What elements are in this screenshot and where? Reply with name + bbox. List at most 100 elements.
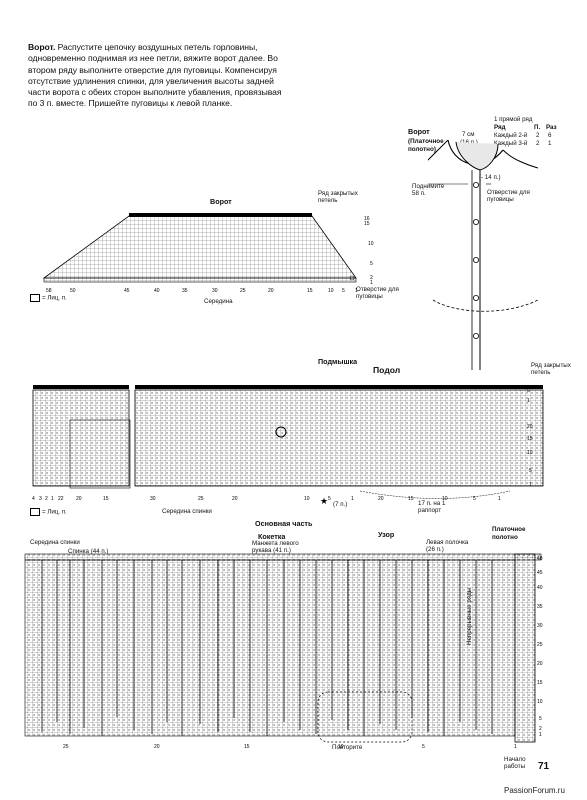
svg-text:20: 20 <box>76 496 82 502</box>
hem-center-label: Середина спинки <box>162 508 212 515</box>
hem-row-label: Ряд закрытых петель <box>531 362 571 376</box>
main-chart-title: Основная часть <box>255 519 313 528</box>
svg-text:48: 48 <box>537 556 543 562</box>
main-label-back-center: Середина спинки <box>30 539 80 546</box>
schematic-minus: (- 14 п.) <box>479 174 501 181</box>
svg-text:20: 20 <box>232 496 238 502</box>
svg-text:25: 25 <box>240 288 246 294</box>
collar-center-label: Середина <box>204 298 233 305</box>
hem-star-label: (7 п.) <box>333 501 348 508</box>
svg-text:10: 10 <box>442 496 448 502</box>
svg-text:5: 5 <box>342 288 345 294</box>
main-label-repeat: Повторите <box>332 744 363 751</box>
svg-text:1: 1 <box>514 744 517 750</box>
schematic-title: Ворот <box>408 127 430 136</box>
svg-text:50: 50 <box>70 288 76 294</box>
svg-text:15: 15 <box>408 496 414 502</box>
collar-tick: 58 <box>46 288 52 294</box>
svg-text:16: 16 <box>364 216 370 222</box>
svg-text:10: 10 <box>328 288 334 294</box>
schematic-table-cell: 2 <box>536 132 540 139</box>
hem-legend: = Лиц. п. <box>30 508 67 516</box>
svg-text:1: 1 <box>498 496 501 502</box>
svg-text:15: 15 <box>537 680 543 686</box>
schematic-table-header-row: Ряд <box>494 124 506 131</box>
intro-text: Распустите цепочку воздушных петель горл… <box>28 42 282 109</box>
svg-text:10: 10 <box>527 450 533 456</box>
svg-text:45: 45 <box>124 288 130 294</box>
svg-text:25: 25 <box>537 642 543 648</box>
main-label-back: Спинка (44 п.) <box>68 548 109 555</box>
svg-text:35: 35 <box>182 288 188 294</box>
schematic-table-header-times: Раз <box>546 124 557 131</box>
schematic-pickup: Поднимите 58 п. <box>412 183 445 197</box>
schematic-table-cell: Каждый 2-й <box>494 132 528 139</box>
svg-text:15: 15 <box>364 221 370 227</box>
schematic-subtitle: (Платочное полотно) <box>408 138 444 153</box>
svg-text:25: 25 <box>63 744 69 750</box>
svg-text:5: 5 <box>539 716 542 722</box>
svg-text:40: 40 <box>154 288 160 294</box>
hem-highlight-circle <box>275 426 287 438</box>
svg-text:1: 1 <box>51 496 54 502</box>
svg-text:10: 10 <box>368 241 374 247</box>
main-label-yoke: Кокетка <box>258 532 286 541</box>
svg-text:10: 10 <box>537 699 543 705</box>
hem-armpit-label: Подмышка <box>318 357 358 366</box>
schematic-table-header-st: П. <box>534 124 541 131</box>
svg-text:30: 30 <box>150 496 156 502</box>
svg-text:20: 20 <box>154 744 160 750</box>
main-label-left-front: Левая полочка (26 п.) <box>426 539 469 553</box>
svg-text:5: 5 <box>529 468 532 474</box>
svg-text:10: 10 <box>304 496 310 502</box>
main-label-continuous: Непрерывные ряды <box>466 587 473 645</box>
schematic-width: 7 см <box>462 131 475 138</box>
collar-legend: = Лиц. п. <box>30 294 67 302</box>
site-watermark: PassionForum.ru <box>504 786 565 795</box>
svg-text:35: 35 <box>537 604 543 610</box>
svg-text:40: 40 <box>537 585 543 591</box>
svg-text:22: 22 <box>58 496 64 502</box>
svg-text:2: 2 <box>539 726 542 732</box>
svg-text:2: 2 <box>45 496 48 502</box>
intro-paragraph: Ворот. Распустите цепочку воздушных пете… <box>28 42 290 110</box>
svg-text:30: 30 <box>537 623 543 629</box>
schematic-width-stitches: (16 п.) <box>460 139 478 146</box>
schematic-table-cell: Каждый 3-й <box>494 140 528 147</box>
svg-text:4: 4 <box>32 496 35 502</box>
svg-text:20: 20 <box>537 661 543 667</box>
schematic-drawing <box>428 140 538 370</box>
svg-text:15: 15 <box>307 288 313 294</box>
schematic-table-note: 1 прямой ряд <box>494 116 533 123</box>
hem-chart-title: Подол <box>373 365 401 375</box>
main-label-start: Начало работы <box>504 756 526 770</box>
svg-text:10: 10 <box>338 744 344 750</box>
collar-chart-title: Ворот <box>210 197 232 206</box>
svg-text:1: 1 <box>527 398 530 404</box>
buttonhole-mark <box>349 275 355 281</box>
schematic-table-cell: 1 <box>548 140 552 147</box>
collar-bound-row <box>129 213 312 217</box>
intro-title: Ворот. <box>28 42 56 52</box>
svg-text:20: 20 <box>378 496 384 502</box>
svg-text:1: 1 <box>529 482 532 488</box>
collar-buttonhole-label: Отверстие для пуговицы <box>356 286 399 300</box>
svg-text:20: 20 <box>268 288 274 294</box>
svg-text:15: 15 <box>103 496 109 502</box>
collar-row-label: Ряд закрытых петель <box>318 190 358 204</box>
main-label-garter: Платочное полотно <box>492 526 526 541</box>
star-icon: ★ <box>320 496 328 506</box>
svg-text:1: 1 <box>370 280 373 286</box>
svg-text:1: 1 <box>539 732 542 738</box>
svg-text:3: 3 <box>39 496 42 502</box>
svg-text:5: 5 <box>527 388 530 394</box>
svg-text:5: 5 <box>370 261 373 267</box>
schematic-table-cell: 6 <box>548 132 552 139</box>
svg-text:1: 1 <box>355 288 358 294</box>
svg-text:5: 5 <box>473 496 476 502</box>
svg-text:5: 5 <box>422 744 425 750</box>
svg-text:25: 25 <box>198 496 204 502</box>
schematic-buttonhole-label: Отверстие для пуговицы <box>487 189 530 203</box>
svg-text:30: 30 <box>212 288 218 294</box>
